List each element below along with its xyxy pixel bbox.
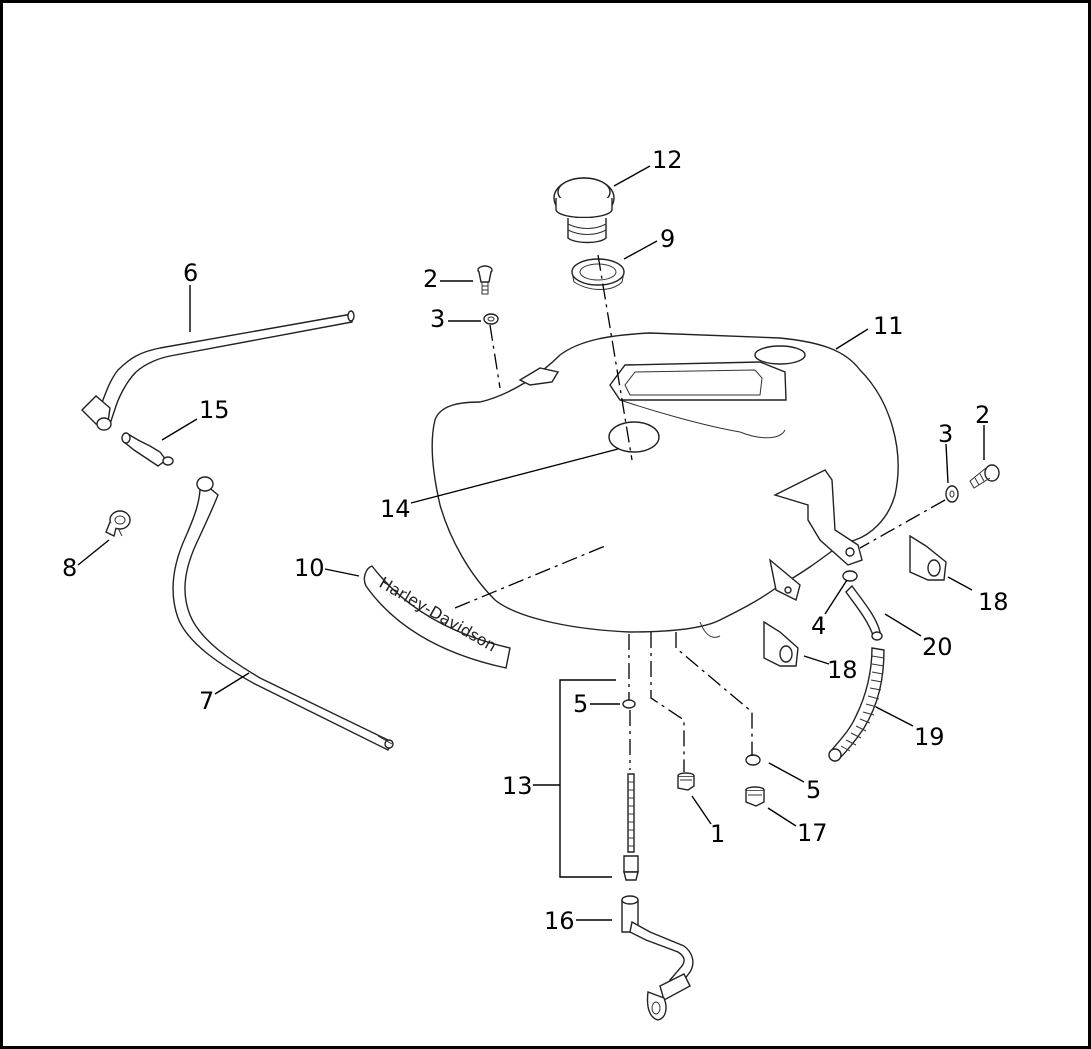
callout-9: 9: [660, 225, 675, 253]
callout-13: 13: [502, 772, 533, 800]
fuel-line-16: [621, 895, 694, 1021]
callout-3-right: 3: [938, 420, 953, 448]
callout-14: 14: [380, 495, 411, 523]
screw-left: [477, 265, 493, 295]
callout-numbers: 12 9 2 3 6 11 15 14 2 3 8 10 4 18 20 18 …: [62, 146, 1009, 935]
hose-clamp-8: [105, 510, 131, 538]
corrugated-hose-19: [828, 647, 885, 762]
fuel-strainer-13: [623, 773, 639, 881]
filler-gasket: [571, 258, 625, 290]
callout-15: 15: [199, 396, 230, 424]
callout-2-left: 2: [423, 265, 438, 293]
callout-4: 4: [811, 612, 826, 640]
callout-3-left: 3: [430, 305, 445, 333]
bracket-18-lower: [763, 620, 799, 667]
gasket-5-left: [622, 699, 636, 709]
callout-19: 19: [914, 723, 945, 751]
callout-16: 16: [544, 907, 575, 935]
leader-lines: [77, 165, 985, 921]
callout-13-bracket: [559, 679, 616, 878]
callout-1: 1: [710, 820, 725, 848]
exploded-parts-diagram: Harley-Davidson: [62, 146, 1009, 1021]
bracket-18-upper: [909, 534, 947, 581]
drain-plug-1: [677, 772, 695, 791]
exploded-centerlines: [454, 254, 946, 772]
callout-2-right: 2: [975, 401, 990, 429]
callout-17: 17: [797, 819, 828, 847]
washer-right: [945, 485, 959, 503]
hose-20: [845, 584, 881, 640]
callout-12: 12: [652, 146, 683, 174]
callout-8: 8: [62, 554, 77, 582]
vent-hose-6: [81, 310, 355, 431]
callout-18-lower: 18: [827, 656, 858, 684]
callout-20: 20: [922, 633, 953, 661]
callout-5-left: 5: [573, 690, 588, 718]
washer-left: [483, 313, 499, 325]
plug-17: [745, 786, 765, 807]
fuel-cap: [553, 177, 615, 244]
callout-6: 6: [183, 259, 198, 287]
callout-10: 10: [294, 554, 325, 582]
gasket-5-right: [745, 754, 761, 766]
screw-right: [969, 464, 1000, 489]
washer-4: [842, 570, 858, 582]
fitting-15: [121, 432, 174, 467]
fuel-tank: [431, 332, 899, 638]
vent-hose-7: [172, 476, 394, 751]
callout-5-right: 5: [806, 776, 821, 804]
callout-7: 7: [199, 687, 214, 715]
callout-18-upper: 18: [978, 588, 1009, 616]
callout-11: 11: [873, 312, 904, 340]
